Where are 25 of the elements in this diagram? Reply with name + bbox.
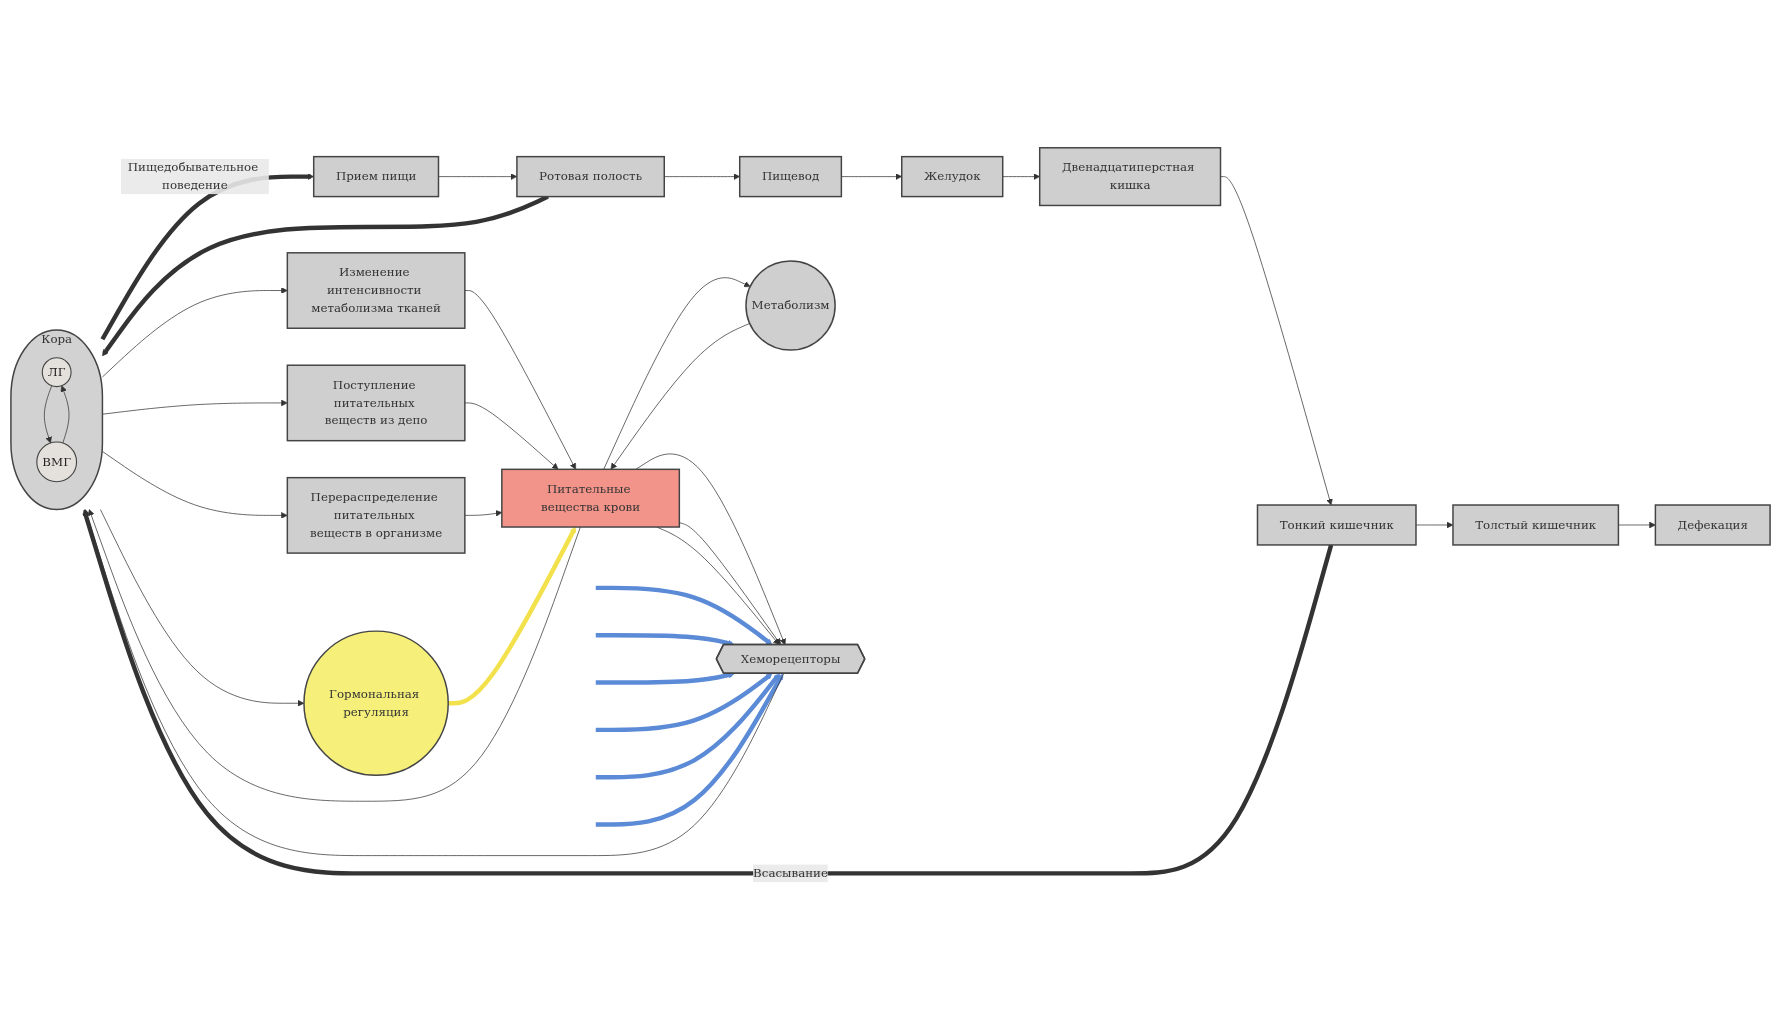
edge-label: Всасывание (753, 865, 829, 881)
node-box: Изменение интенсивности метаболизма тканей (286, 252, 466, 329)
node-box: Желудок (901, 155, 1004, 198)
node-circle: ЛГ (41, 357, 72, 388)
node-box: Толстый кишечник (1452, 504, 1620, 546)
arrow (595, 671, 735, 685)
node-circle: Гормональная регуляция (303, 630, 449, 777)
node-box: Пищевод (738, 155, 843, 198)
arrow (595, 632, 735, 647)
node-box: Перераспределение питательных веществ в организме (286, 476, 466, 554)
arrow (595, 673, 780, 780)
edge-label: Пищедобывательное поведение (127, 160, 259, 193)
node-box: Ротовая полость (516, 155, 665, 198)
node-circle: ВМГ (36, 441, 78, 483)
node-circle: Метаболизм (745, 260, 836, 351)
arrow (595, 673, 784, 827)
node-box: Двенадцатиперстная кишка (1038, 147, 1222, 207)
node-box: Прием пищи (312, 155, 440, 198)
arrow (448, 526, 577, 706)
node-box: Тонкий кишечник (1256, 504, 1417, 546)
node-box: Питательные вещества крови (501, 468, 681, 528)
node-box: Дефекация (1654, 504, 1771, 546)
arrow (595, 585, 773, 646)
node-box: Поступление питательных веществ из депо (286, 364, 466, 442)
arrow (595, 673, 773, 733)
